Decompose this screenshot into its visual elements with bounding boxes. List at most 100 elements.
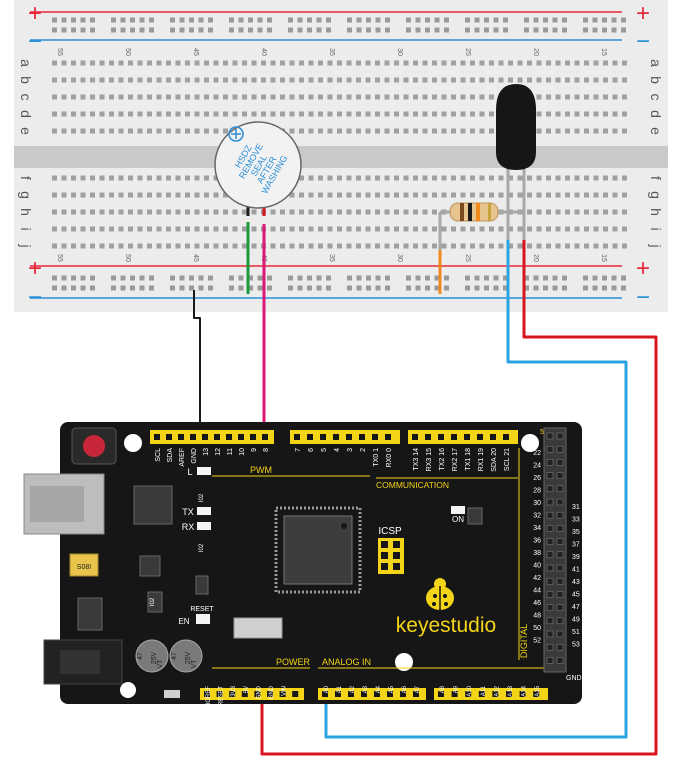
digital-pin-label: 31 xyxy=(572,504,580,511)
terminal-hole xyxy=(356,175,361,181)
header-pin xyxy=(254,691,261,697)
terminal-hole xyxy=(441,192,447,198)
rail-hole xyxy=(465,27,470,33)
power-5v-wire-red xyxy=(260,240,658,756)
capacitor-2: 47 25V VT xyxy=(169,639,203,673)
header-pin xyxy=(556,617,564,625)
pin-label: 12 xyxy=(215,448,222,456)
row-letter: b xyxy=(18,76,34,84)
terminal-hole xyxy=(147,209,152,215)
rail-hole xyxy=(543,17,548,23)
terminal-hole xyxy=(213,175,219,181)
header-pin xyxy=(464,434,470,440)
terminal-hole xyxy=(394,60,399,66)
rail-hole xyxy=(80,17,86,23)
digital-pin-label: 45 xyxy=(572,592,580,599)
terminal-hole xyxy=(593,60,599,66)
communication-label: COMMUNICATION xyxy=(376,480,449,490)
rail-hole xyxy=(208,275,213,281)
terminal-hole xyxy=(356,111,361,117)
terminal-hole xyxy=(517,77,523,83)
row-letter: g xyxy=(648,191,664,199)
rail-hole xyxy=(288,17,293,23)
header-pin xyxy=(477,434,483,440)
terminal-hole xyxy=(565,192,570,198)
pin-label: A2 xyxy=(350,685,356,693)
rail-hole xyxy=(198,275,204,281)
terminal-hole xyxy=(413,94,418,100)
terminal-hole xyxy=(413,192,418,198)
pin-label: TX3 14 xyxy=(413,448,420,471)
rail-hole xyxy=(543,275,548,281)
terminal-hole xyxy=(584,192,589,198)
terminal-hole xyxy=(137,175,143,181)
terminal-hole xyxy=(109,128,114,134)
header-pin xyxy=(556,591,564,598)
terminal-hole xyxy=(498,243,504,249)
terminal-hole xyxy=(460,243,466,249)
pin-label: VIN xyxy=(282,686,288,696)
terminal-hole xyxy=(337,175,342,181)
crystal-label: S08I xyxy=(77,564,91,571)
terminal-hole xyxy=(194,77,200,83)
terminal-hole xyxy=(603,243,608,249)
terminal-hole xyxy=(52,94,57,100)
rail-hole xyxy=(621,27,626,33)
column-number: 35 xyxy=(328,254,335,262)
column-number: 20 xyxy=(532,48,539,56)
analog-in-label: ANALOG IN xyxy=(322,657,371,667)
terminal-hole xyxy=(175,243,181,249)
rail-hole xyxy=(90,27,95,33)
terminal-hole xyxy=(156,209,162,215)
terminal-hole xyxy=(555,192,561,198)
reset-button[interactable] xyxy=(83,435,105,457)
pwm-label: PWM xyxy=(250,465,272,475)
rail-hole xyxy=(493,17,499,23)
rail-hole xyxy=(434,285,440,291)
terminal-hole xyxy=(451,60,456,66)
rail-hole xyxy=(248,285,253,291)
terminal-hole xyxy=(508,60,513,66)
terminal-hole xyxy=(565,175,570,181)
terminal-hole xyxy=(251,77,257,83)
terminal-hole xyxy=(403,128,409,134)
reset-small-button[interactable] xyxy=(196,614,210,624)
rail-hole xyxy=(288,27,293,33)
column-number: 25 xyxy=(464,254,471,262)
terminal-hole xyxy=(546,192,551,198)
terminal-hole xyxy=(270,94,276,100)
terminal-hole xyxy=(612,77,618,83)
rail-hole xyxy=(198,27,204,33)
terminal-hole xyxy=(166,226,171,232)
terminal-hole xyxy=(289,209,295,215)
header-analog-b xyxy=(434,688,548,700)
digital-pin-label: 41 xyxy=(572,567,580,574)
column-number: 25 xyxy=(464,48,471,56)
terminal-hole xyxy=(156,111,162,117)
terminal-hole xyxy=(441,128,447,134)
terminal-hole xyxy=(413,243,418,249)
capacitor-1-value: 47 xyxy=(137,652,144,660)
terminal-hole xyxy=(432,243,437,249)
pin-label: GND xyxy=(256,685,262,699)
rail-hole xyxy=(71,27,76,33)
terminal-hole xyxy=(612,192,618,198)
mounting-hole-3 xyxy=(395,653,413,671)
terminal-hole xyxy=(299,60,304,66)
rail-hole xyxy=(552,285,558,291)
rail-hole xyxy=(139,17,145,23)
terminal-hole xyxy=(109,77,114,83)
terminal-hole xyxy=(593,226,599,232)
terminal-hole xyxy=(90,175,95,181)
terminal-hole xyxy=(52,60,57,66)
terminal-hole xyxy=(308,209,314,215)
terminal-hole xyxy=(403,77,409,83)
pin-label: SDA 20 xyxy=(491,448,498,472)
rail-hole xyxy=(621,285,626,291)
header-pin xyxy=(546,432,554,440)
terminal-hole xyxy=(185,192,190,198)
terminal-hole xyxy=(118,192,124,198)
header-pin xyxy=(546,459,554,466)
header-pin xyxy=(546,551,554,559)
terminal-hole xyxy=(527,175,532,181)
